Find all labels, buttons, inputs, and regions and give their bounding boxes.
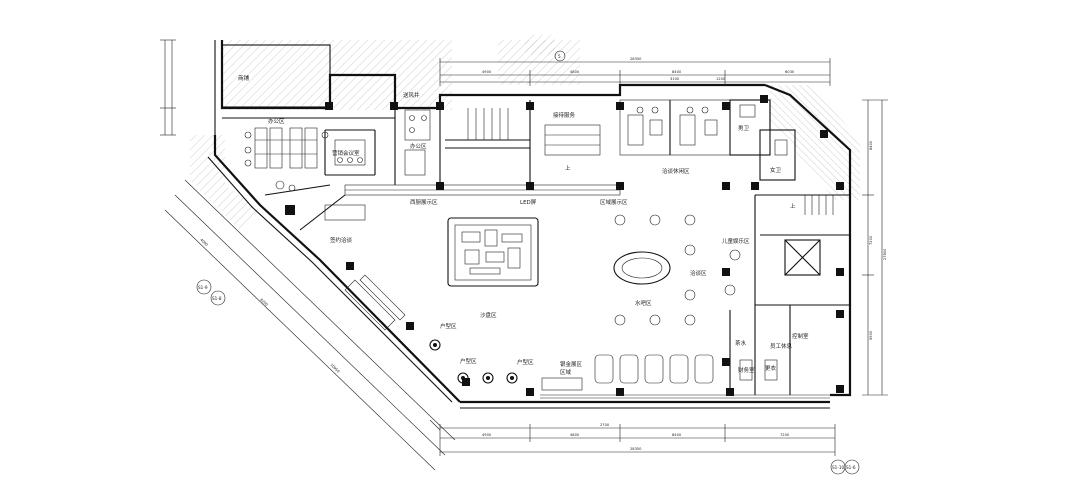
label-water: 水吧区 [635, 299, 652, 307]
label-signing: 签约洽谈 [330, 236, 353, 244]
diagonal-dimensions: 4000 8250 10950 [164, 179, 456, 471]
dim-top-a: 4900 [482, 70, 492, 74]
dim-diag-b: 8250 [259, 298, 269, 308]
cafe-tables [613, 214, 741, 326]
label-model-3: 户型区 [517, 358, 534, 366]
right-dimensions: 8400 7200 5900 27800 [862, 99, 888, 396]
label-waterbar: 西厨展示区 [410, 199, 438, 206]
dim-diag-a: 4000 [199, 238, 209, 248]
top-dimensions: 28350 4900 4800 8400 6030 3100 1200 [439, 57, 831, 86]
label-meeting: 营销会议室 [332, 149, 360, 157]
diagonal-furniture [324, 204, 406, 331]
dim-right-a: 8400 [869, 140, 873, 150]
dim-bottom-a: 4900 [482, 433, 492, 437]
grid-marker-top: 5 [558, 54, 561, 59]
dim-top-c: 8400 [672, 70, 682, 74]
dim-diag-c: 10950 [329, 363, 341, 374]
dim-top-d: 6030 [785, 70, 795, 74]
dim-top-f: 1200 [716, 77, 726, 81]
label-shop: 商铺 [238, 74, 250, 82]
interior-walls [222, 99, 850, 395]
dim-bottom-b: 4800 [570, 433, 580, 437]
label-leisure: 洽谈休闲区 [662, 167, 690, 175]
grid-marker-bottom-right-2: S1-6 [846, 465, 856, 470]
left-dimensions [160, 39, 176, 136]
label-pantry: 茶水 [735, 339, 747, 347]
dim-right-c: 5900 [869, 330, 873, 340]
bottom-edge-detail [429, 394, 830, 431]
label-model-2: 户型区 [460, 357, 477, 365]
label-zoning: 区域展示区 [600, 198, 628, 206]
sofa-row [541, 354, 778, 391]
label-reception: 接待服务 [553, 111, 576, 119]
sand-table [447, 217, 539, 287]
grid-marker-bottom-right: S1-10 [832, 465, 844, 470]
label-kids: 儿童娱乐区 [722, 237, 750, 245]
columns [285, 95, 844, 396]
dim-bottom-e: 2700 [600, 423, 610, 427]
grid-marker-left-a: S1-9 [198, 285, 208, 290]
label-deal: 洽谈区 [690, 269, 707, 277]
dim-bottom-total: 28350 [630, 447, 642, 451]
room-labels: 商铺 办公区 营销会议室 办公区 送风井 接待服务 洽谈休闲区 男卫 女卫 上 … [238, 74, 809, 376]
label-office-2: 办公区 [410, 142, 427, 150]
dim-top-total: 28350 [630, 57, 642, 61]
label-male-wc: 男卫 [738, 125, 750, 132]
dim-bottom-d: 7200 [780, 433, 790, 437]
label-finance-office: 财务室 [738, 366, 755, 374]
model-units [429, 339, 518, 384]
dim-top-b: 4800 [570, 70, 580, 74]
label-control: 控制室 [792, 332, 809, 340]
label-female-wc: 女卫 [770, 166, 782, 174]
label-finance-2: 区域 [560, 368, 572, 376]
bottom-dimensions: 4900 4800 8400 7200 2700 28350 [439, 423, 836, 456]
dim-right-total: 27800 [883, 248, 887, 260]
label-staff: 员工休息 [770, 342, 793, 350]
label-up-2: 上 [790, 202, 796, 210]
label-up-1: 上 [565, 164, 571, 172]
grid-markers: 5 S1-9 S1-8 S1-10 S1-6 [196, 50, 860, 475]
label-model-1: 户型区 [440, 322, 457, 330]
grid-marker-left-b: S1-8 [212, 296, 222, 301]
dim-right-b: 7200 [869, 235, 873, 245]
label-storage: 更衣 [765, 364, 777, 372]
hatched-exterior [190, 35, 860, 230]
label-led: LED屏 [520, 199, 537, 206]
office-desks [244, 109, 431, 192]
leisure-furniture [627, 104, 788, 156]
label-office: 办公区 [268, 117, 285, 125]
label-sandtable: 沙盘区 [480, 311, 497, 319]
dim-top-e: 3100 [670, 77, 680, 81]
label-finance: 银金展区 [560, 360, 583, 368]
dim-bottom-c: 8400 [672, 433, 682, 437]
label-shaft: 送风井 [403, 91, 420, 99]
